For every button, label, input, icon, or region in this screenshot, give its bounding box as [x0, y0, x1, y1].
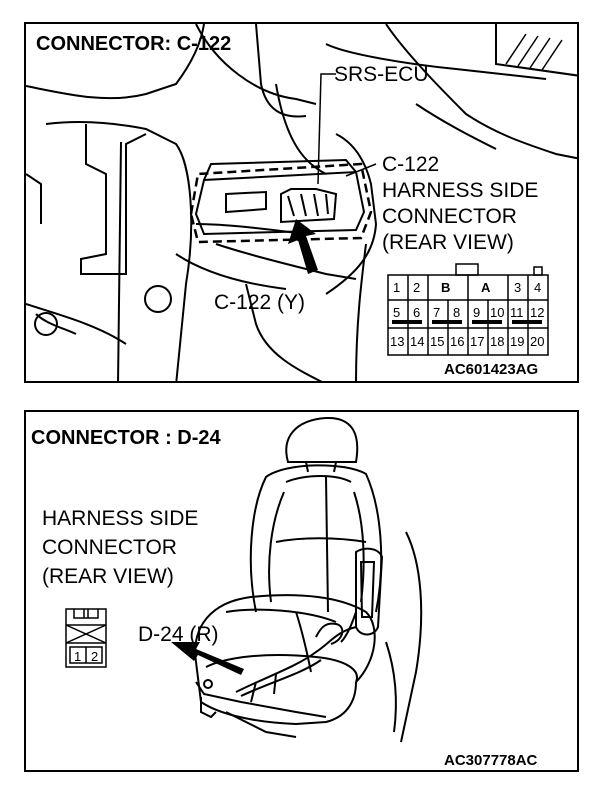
c122-pin: 1: [393, 280, 401, 295]
c122-pin: 15: [430, 334, 445, 349]
c122-pin: 5: [393, 305, 401, 320]
d24-connector-id-label: D-24 (R): [138, 623, 219, 646]
c122-label-line-3: CONNECTOR: [382, 205, 517, 228]
c122-label-line-4: (REAR VIEW): [382, 231, 514, 254]
c122-pin: 18: [490, 334, 505, 349]
c122-pin: 7: [433, 305, 441, 320]
c122-pin: 20: [530, 334, 545, 349]
c122-pin: 11: [510, 305, 524, 320]
seat-location-drawing: [65, 416, 423, 743]
c122-label-line-2: HARNESS SIDE: [382, 179, 539, 202]
c122-pin: 4: [534, 280, 542, 295]
d24-label-line-1: HARNESS SIDE: [42, 507, 199, 530]
c122-pin: 16: [450, 334, 465, 349]
c122-pin: 10: [490, 305, 505, 320]
d24-label-line-3: (REAR VIEW): [42, 565, 174, 588]
d24-connector-face-outline: [65, 608, 107, 668]
c122-pin: 2: [413, 280, 421, 295]
connector-d24-panel: CONNECTOR : D-24 HARNESS SIDE CONNECTOR …: [24, 410, 579, 772]
c122-pin: 17: [470, 334, 485, 349]
c122-pin: 8: [453, 305, 461, 320]
connector-c122-panel: CONNECTOR: C-122 SRS-ECU C-122 HARNESS S…: [24, 22, 579, 383]
c122-pin: 14: [410, 334, 425, 349]
d24-label-line-2: CONNECTOR: [42, 536, 177, 559]
srs-ecu-location-drawing: [26, 24, 577, 381]
c122-figure-code: AC601423AG: [444, 361, 539, 378]
c122-connector-id-label: C-122 (Y): [214, 291, 306, 314]
d24-title: CONNECTOR : D-24: [31, 427, 221, 449]
c122-pin: 3: [514, 280, 522, 295]
c122-pin: 9: [473, 305, 481, 320]
c122-pin: A: [481, 280, 491, 295]
c122-pin: 12: [530, 305, 545, 320]
c122-pin: B: [441, 280, 451, 295]
srs-ecu-label: SRS-ECU: [334, 63, 429, 86]
c122-connector-face-outline: [387, 263, 549, 356]
c122-label-line-1: C-122: [382, 153, 440, 176]
c122-title: CONNECTOR: C-122: [36, 33, 232, 55]
c122-pin: 19: [510, 334, 525, 349]
c122-pin: 6: [413, 305, 421, 320]
d24-figure-code: AC307778AC: [444, 752, 538, 769]
c122-pin: 13: [390, 334, 405, 349]
d24-pin: 2: [91, 649, 99, 664]
d24-pin: 1: [74, 649, 82, 664]
